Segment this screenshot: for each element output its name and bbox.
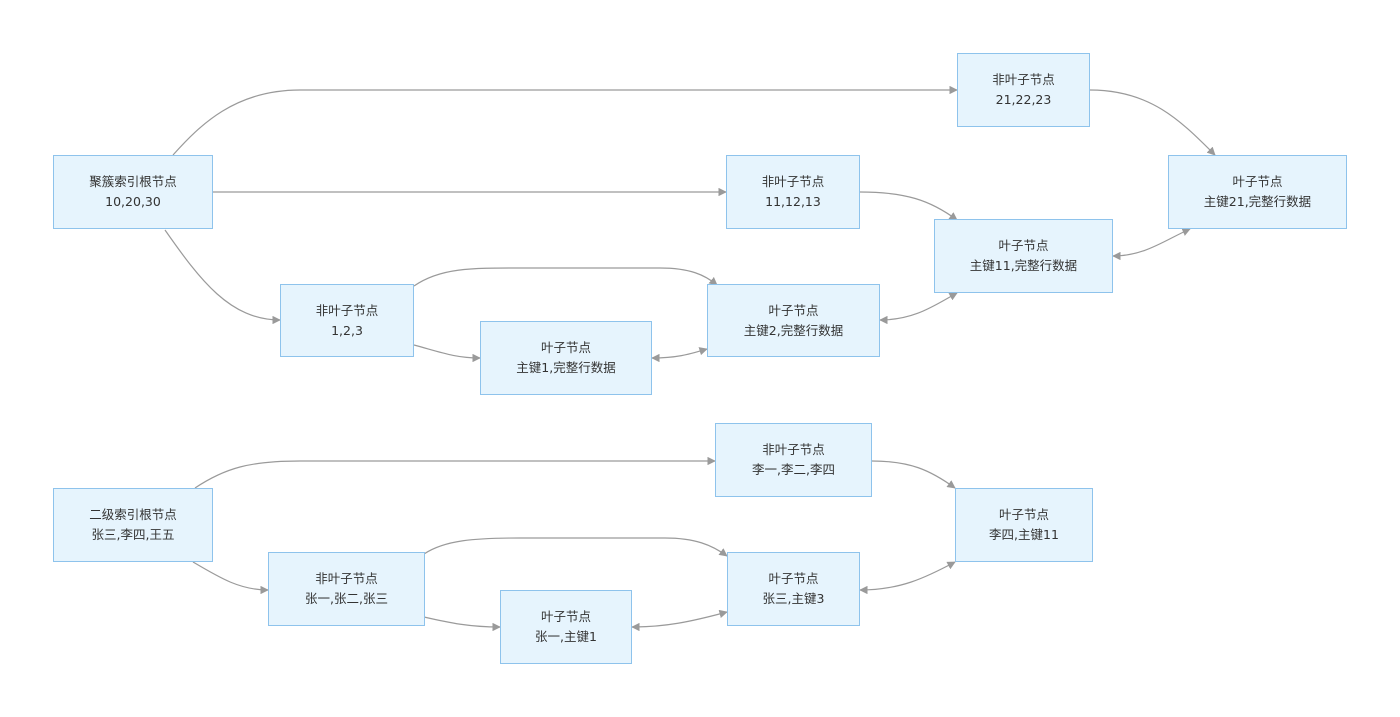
- node-keys: 李一,李二,李四: [752, 462, 835, 477]
- node-content: 主键21,完整行数据: [1203, 194, 1312, 209]
- edge-internal-b-to-leaf-11: [859, 191, 958, 221]
- clustered-root-node: 聚簇索引根节点 10,20,30: [53, 155, 213, 229]
- edge-internal-b2-to-leaf-lisi: [871, 460, 956, 489]
- clustered-leaf-node-1: 叶子节点 主键1,完整行数据: [480, 321, 652, 395]
- edge-leaf-2-leaf-11: [879, 292, 958, 325]
- node-keys: 21,22,23: [995, 92, 1052, 107]
- edge-root2-to-internal-a2: [192, 561, 269, 595]
- node-title: 叶子节点: [998, 238, 1049, 253]
- clustered-leaf-node-21: 叶子节点 主键21,完整行数据: [1168, 155, 1347, 229]
- edge-root-to-internal-a: [164, 229, 281, 325]
- edge-leaf-zhangsan-leaf-lisi: [859, 561, 956, 595]
- node-title: 叶子节点: [998, 507, 1049, 522]
- node-title: 非叶子节点: [315, 571, 378, 586]
- secondary-leaf-node-lisi: 叶子节点 李四,主键11: [955, 488, 1093, 562]
- node-keys: 11,12,13: [765, 194, 821, 209]
- node-title: 非叶子节点: [992, 72, 1055, 87]
- edge-internal-c-to-leaf-21: [1089, 89, 1216, 156]
- edge-internal-a2-to-leaf-zhangyi: [423, 616, 501, 632]
- secondary-internal-node-b: 非叶子节点 李一,李二,李四: [715, 423, 872, 497]
- node-keys: 1,2,3: [331, 322, 363, 338]
- edge-internal-a-to-leaf-1: [413, 344, 481, 363]
- node-content: 主键1,完整行数据: [516, 360, 616, 375]
- clustered-internal-node-a: 非叶子节点 1,2,3: [280, 284, 414, 357]
- edge-internal-a-to-leaf-2: [413, 267, 718, 287]
- node-title: 叶子节点: [540, 340, 591, 355]
- edge-leaf-1-leaf-2: [651, 347, 708, 363]
- edge-root2-to-internal-b2: [194, 456, 716, 489]
- clustered-leaf-node-2: 叶子节点 主键2,完整行数据: [707, 284, 880, 357]
- node-title: 二级索引根节点: [89, 507, 177, 522]
- node-keys: 张一,张二,张三: [305, 591, 388, 606]
- clustered-internal-node-b: 非叶子节点 11,12,13: [726, 155, 860, 229]
- node-title: 叶子节点: [768, 571, 819, 586]
- clustered-internal-node-c: 非叶子节点 21,22,23: [957, 53, 1090, 127]
- edge-leaf-11-leaf-21: [1112, 228, 1191, 261]
- node-title: 聚簇索引根节点: [89, 174, 177, 189]
- node-title: 叶子节点: [540, 609, 591, 624]
- edge-root-to-internal-c: [172, 85, 958, 156]
- edge-internal-a2-to-leaf-zhangsan: [423, 537, 728, 557]
- node-content: 张三,主键3: [762, 591, 825, 606]
- secondary-leaf-node-zhangyi: 叶子节点 张一,主键1: [500, 590, 632, 664]
- secondary-internal-node-a: 非叶子节点 张一,张二,张三: [268, 552, 425, 626]
- node-content: 李四,主键11: [989, 527, 1059, 542]
- node-content: 主键11,完整行数据: [969, 258, 1078, 273]
- node-content: 主键2,完整行数据: [743, 322, 844, 338]
- node-title: 叶子节点: [1232, 174, 1283, 189]
- node-keys: 10,20,30: [105, 194, 161, 209]
- node-title: 叶子节点: [768, 302, 819, 318]
- edge-leaf-zhangyi-leaf-zhangsan: [631, 609, 728, 632]
- secondary-leaf-node-zhangsan: 叶子节点 张三,主键3: [727, 552, 860, 626]
- node-keys: 张三,李四,王五: [91, 527, 175, 542]
- secondary-root-node: 二级索引根节点 张三,李四,王五: [53, 488, 213, 562]
- clustered-leaf-node-11: 叶子节点 主键11,完整行数据: [934, 219, 1113, 293]
- node-title: 非叶子节点: [315, 302, 379, 318]
- node-title: 非叶子节点: [761, 174, 825, 189]
- node-content: 张一,主键1: [535, 629, 597, 644]
- node-title: 非叶子节点: [762, 442, 825, 457]
